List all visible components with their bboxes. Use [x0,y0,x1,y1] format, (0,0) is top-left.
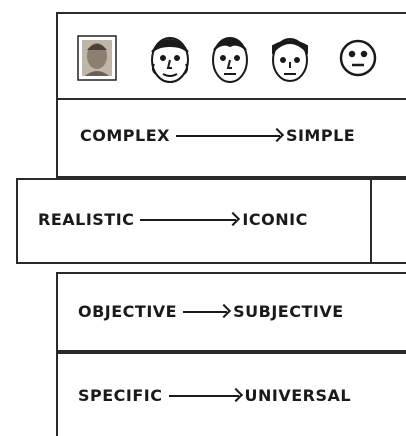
realistic-iconic-row: REALISTIC ICONIC [38,210,308,229]
arrow-icon [183,310,228,313]
specific-universal-row: SPECIFIC UNIVERSAL [78,386,351,405]
realistic-label: REALISTIC [38,210,135,229]
subjective-label: SUBJECTIVE [233,302,344,321]
objective-subjective-panel [56,272,406,352]
smiley-face-icon [339,39,377,77]
complex-simple-panel [56,98,406,178]
universal-label: UNIVERSAL [244,386,352,405]
complex-simple-row: COMPLEX SIMPLE [80,126,355,145]
simple-label: SIMPLE [285,126,356,145]
arrow-icon [140,218,237,221]
objective-label: OBJECTIVE [78,302,178,321]
photo-face-icon [77,35,117,81]
faces-strip [77,35,377,83]
faces-panel [56,12,406,100]
semi-detailed-face-icon [212,37,248,83]
complex-label: COMPLEX [80,126,170,145]
arrow-icon [175,134,280,137]
arrow-icon [168,394,239,397]
panel-divider [370,178,372,264]
simple-face-icon [272,38,308,82]
iconic-label: ICONIC [242,210,308,229]
objective-subjective-row: OBJECTIVE SUBJECTIVE [78,302,344,321]
specific-label: SPECIFIC [78,386,163,405]
realistic-iconic-panel [16,178,406,264]
detailed-face-icon [151,37,189,83]
